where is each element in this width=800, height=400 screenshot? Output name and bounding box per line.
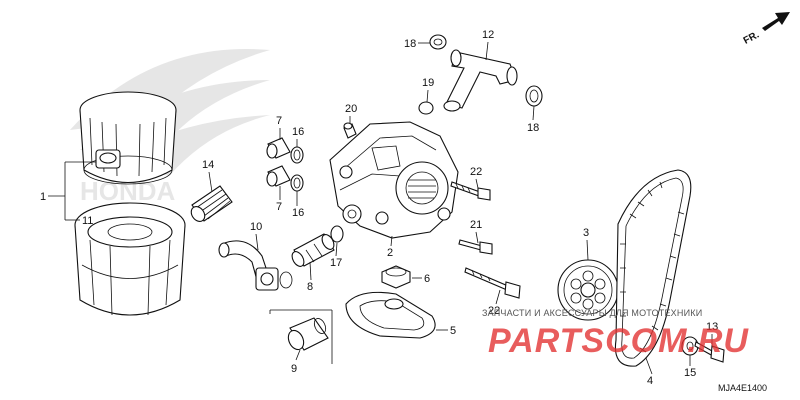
callout-10: 10 bbox=[250, 221, 262, 233]
part-22-bolt-lower bbox=[464, 267, 521, 299]
watermark-tagline: ЗАПЧАСТИ И АКСЕССУАРЫ ДЛЯ МОТОТЕХНИКИ bbox=[482, 308, 702, 318]
part-3-drive-sprocket bbox=[557, 259, 619, 321]
callout-18b: 18 bbox=[527, 122, 539, 134]
part-14-threaded-nipple bbox=[190, 185, 233, 222]
front-direction-indicator: FR. bbox=[742, 12, 790, 47]
part-6-drain-plug bbox=[381, 265, 411, 289]
part-21-bolt bbox=[458, 239, 493, 255]
callout-7b: 7 bbox=[276, 201, 282, 213]
part-17-o-ring bbox=[330, 225, 344, 243]
callout-22a: 22 bbox=[470, 166, 482, 178]
callout-15: 15 bbox=[684, 367, 696, 379]
callout-1: 1 bbox=[40, 191, 46, 203]
callout-13: 13 bbox=[706, 321, 718, 333]
callout-7a: 7 bbox=[276, 115, 282, 127]
part-1-filter-wrench bbox=[79, 91, 177, 185]
callout-12: 12 bbox=[482, 29, 494, 41]
part-13-bolt bbox=[694, 341, 725, 363]
callout-20: 20 bbox=[345, 103, 357, 115]
callout-16a: 16 bbox=[292, 126, 304, 138]
callout-2: 2 bbox=[387, 247, 393, 259]
callout-21: 21 bbox=[470, 219, 482, 231]
callout-3: 3 bbox=[583, 227, 589, 239]
diagram-code: MJA4E1400 bbox=[718, 383, 767, 393]
callout-4: 4 bbox=[647, 375, 653, 387]
callout-16b: 16 bbox=[292, 207, 304, 219]
callout-bracket-1-11 bbox=[48, 161, 96, 221]
part-10-oil-pipe bbox=[218, 240, 293, 291]
part-22-bolt-upper bbox=[450, 181, 491, 201]
callout-22b: 22 bbox=[488, 305, 500, 317]
part-20-dowel-pin bbox=[343, 122, 357, 139]
part-16-o-rings bbox=[290, 146, 304, 192]
part-8-pipe-joint bbox=[291, 233, 335, 267]
part-18-seal-right bbox=[525, 85, 543, 107]
part-9-rubber-mount bbox=[269, 309, 333, 364]
callout-5: 5 bbox=[450, 325, 456, 337]
watermark-brand: PARTSCOM.RU bbox=[488, 322, 749, 360]
callout-17: 17 bbox=[330, 257, 342, 269]
part-5-oil-strainer bbox=[345, 291, 436, 339]
front-label: FR. bbox=[742, 29, 762, 46]
part-19-o-ring bbox=[418, 101, 434, 115]
part-12-t-pipe bbox=[443, 49, 518, 112]
callout-8: 8 bbox=[307, 281, 313, 293]
part-7-collars bbox=[266, 137, 291, 187]
part-4-drive-chain bbox=[614, 169, 692, 367]
callout-6: 6 bbox=[424, 273, 430, 285]
callout-11: 11 bbox=[82, 215, 93, 227]
callout-9: 9 bbox=[291, 363, 297, 375]
callout-19: 19 bbox=[422, 77, 434, 89]
part-11-oil-filter bbox=[74, 202, 186, 316]
callout-14: 14 bbox=[202, 159, 214, 171]
arrow-icon bbox=[762, 12, 790, 31]
callout-18a: 18 bbox=[404, 38, 416, 50]
part-2-oil-pump bbox=[329, 121, 459, 239]
part-18-seal-left bbox=[429, 34, 447, 50]
